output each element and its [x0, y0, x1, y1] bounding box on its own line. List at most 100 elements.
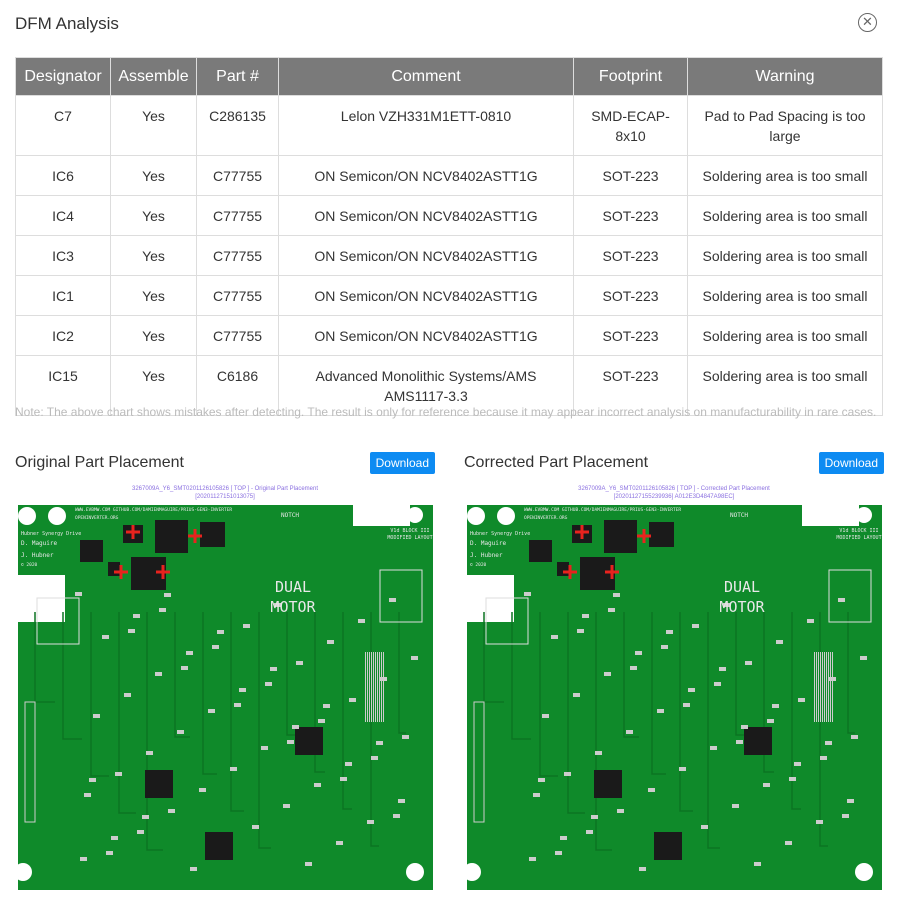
smd-pad: [772, 704, 779, 708]
cell-footprint: SOT-223: [573, 235, 688, 276]
mounting-hole: [497, 507, 515, 525]
smd-pad: [199, 788, 206, 792]
original-pcb-image: WWW.EVBMW.COM GITHUB.COM/DAMIENMAGUIRE/P…: [15, 505, 433, 890]
cell-designator: IC15: [15, 355, 111, 416]
smd-pad: [164, 593, 171, 597]
mounting-hole: [18, 507, 36, 525]
cell-warning: Soldering area is too small: [687, 155, 883, 196]
smd-pad: [261, 746, 268, 750]
cell-warning: Soldering area is too small: [687, 195, 883, 236]
pcb-trace: [118, 612, 136, 814]
smd-pad: [389, 598, 396, 602]
pcb-trace: [62, 612, 82, 740]
cell-footprint: SOT-223: [573, 355, 688, 416]
smd-pad: [657, 709, 664, 713]
smd-pad: [212, 645, 219, 649]
download-corrected-button[interactable]: Download: [818, 452, 884, 474]
connector-outline: [36, 597, 80, 645]
connector-pins: [371, 652, 372, 722]
col-warning: Warning: [687, 57, 883, 96]
corrected-title: Corrected Part Placement: [464, 454, 649, 471]
smd-pad: [128, 629, 135, 633]
cell-comment: ON Semicon/ON NCV8402ASTT1G: [278, 315, 574, 356]
dialog-title: DFM Analysis: [15, 14, 119, 33]
pcb-board: [18, 505, 433, 890]
pcb-silkscreen-text: OPENINVERTER.ORG: [524, 515, 568, 521]
pcb-trace: [539, 612, 558, 777]
pcb-component: [295, 727, 323, 755]
smd-pad: [252, 825, 259, 829]
connector-pins: [830, 652, 831, 722]
caption-line: 3267009A_Y6_SMT0201126105826 [ TOP ] - O…: [131, 486, 318, 492]
smd-pad: [825, 741, 832, 745]
connector-outline: [379, 569, 423, 623]
cell-part-number: C286135: [196, 95, 279, 156]
smd-pad: [80, 857, 87, 861]
pcb-silkscreen-text: J. Hubner: [470, 552, 503, 559]
connector-pins: [367, 652, 368, 722]
smd-pad: [776, 640, 783, 644]
smd-pad: [851, 735, 858, 739]
smd-pad: [376, 741, 383, 745]
connector-outline: [485, 597, 529, 645]
cell-footprint: SMD-ECAP-8x10: [573, 95, 688, 156]
smd-pad: [617, 809, 624, 813]
connector-outline: [828, 569, 872, 623]
connector-pins: [822, 652, 823, 722]
smd-pad: [524, 592, 531, 596]
pcb-component: [594, 770, 622, 798]
pcb-component: [649, 522, 674, 547]
smd-pad: [265, 682, 272, 686]
original-title: Original Part Placement: [15, 454, 184, 471]
col-footprint: Footprint: [573, 57, 688, 96]
caption-line: 3267009A_Y6_SMT0201126105826 [ TOP ] - C…: [578, 486, 770, 492]
smd-pad: [555, 851, 562, 855]
pcb-component: [145, 770, 173, 798]
close-icon[interactable]: ✕: [858, 13, 877, 32]
smd-pad: [340, 777, 347, 781]
smd-pad: [683, 703, 690, 707]
dfm-table: Designator Assemble Part # Comment Footp…: [15, 57, 883, 416]
pcb-component: [557, 562, 569, 576]
smd-pad: [789, 777, 796, 781]
pcb-trace: [707, 612, 720, 849]
smd-pad: [367, 820, 374, 824]
cell-comment: ON Semicon/ON NCV8402ASTT1G: [278, 235, 574, 276]
smd-pad: [847, 799, 854, 803]
connector-pins: [820, 652, 821, 722]
pcb-silkscreen-text: WWW.EVBMW.COM GITHUB.COM/DAMIENMAGUIRE/P…: [524, 507, 681, 513]
smd-pad: [745, 661, 752, 665]
pcb-trace: [146, 612, 163, 851]
smd-pad: [560, 836, 567, 840]
smd-pad: [794, 762, 801, 766]
cell-warning: Soldering area is too small: [687, 235, 883, 276]
error-marker-icon: [114, 565, 128, 579]
connector-pins: [375, 652, 376, 722]
original-caption: 3267009A_Y6_SMT0201126105826 [ TOP ] - O…: [15, 485, 435, 501]
pcb-trace: [258, 612, 271, 849]
smd-pad: [358, 619, 365, 623]
cell-designator: IC3: [15, 235, 111, 276]
smd-pad: [142, 815, 149, 819]
smd-pad: [371, 756, 378, 760]
smd-pad: [635, 651, 642, 655]
download-original-button[interactable]: Download: [369, 452, 435, 474]
pcb-silkscreen-text: D. Maguire: [21, 540, 58, 547]
smd-pad: [595, 751, 602, 755]
smd-pad: [688, 688, 695, 692]
pcb-silkscreen-text: Hubner Synergy Drive: [21, 531, 81, 537]
cell-part-number: C77755: [196, 235, 279, 276]
smd-pad: [529, 857, 536, 861]
pcb-component: [80, 540, 103, 562]
connector-pins: [824, 652, 825, 722]
mounting-hole: [15, 863, 32, 881]
pcb-trace: [511, 612, 531, 740]
cell-designator: IC2: [15, 315, 111, 356]
cell-part-number: C77755: [196, 195, 279, 236]
smd-pad: [323, 704, 330, 708]
cell-assemble: Yes: [110, 275, 197, 316]
pcb-trace: [623, 612, 639, 738]
pcb-trace: [679, 612, 693, 812]
